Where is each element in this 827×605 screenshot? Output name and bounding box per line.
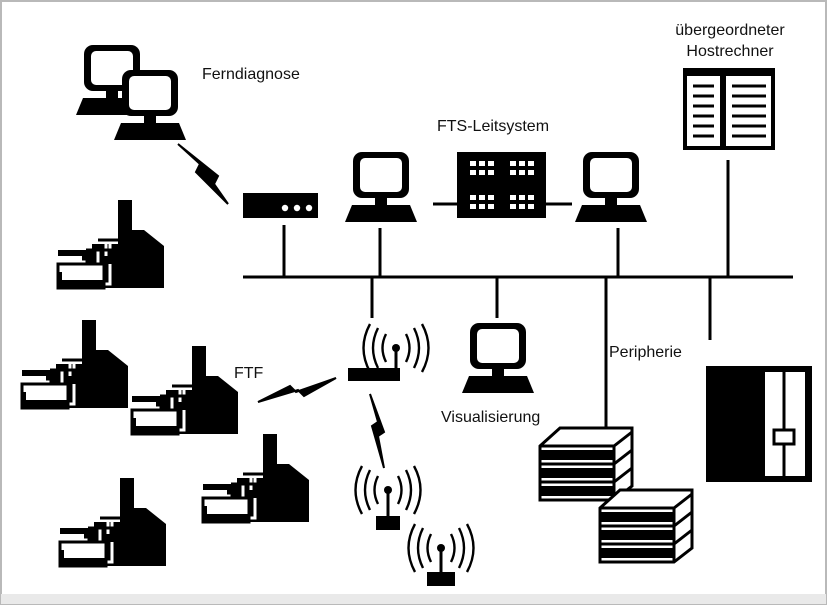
- ftf-label: FTF: [234, 365, 264, 382]
- access-point-middle-icon: [354, 464, 422, 530]
- host-computer-icon: [683, 68, 775, 150]
- shelf-icon-lower: [598, 488, 694, 564]
- modem-icon: [243, 193, 318, 218]
- peripherie-label: Peripherie: [609, 344, 682, 361]
- leitsystem-label: FTS-Leitsystem: [437, 118, 549, 135]
- ap-link-lightning-icon: [369, 393, 386, 469]
- visualisierung-computer-icon: [462, 323, 534, 393]
- visualisierung-label: Visualisierung: [441, 409, 540, 426]
- leitsystem-computer-right-icon: [575, 152, 647, 222]
- forklift-icon: [56, 198, 166, 290]
- host-label-line1: übergeordneter: [675, 22, 785, 39]
- forklift-icon: [58, 476, 168, 568]
- host-label-line2: Hostrechner: [686, 43, 774, 60]
- shelf-icon-upper: [538, 426, 634, 502]
- leitsystem-computer-left-icon: [345, 152, 417, 222]
- forklift-icon: [201, 432, 311, 524]
- access-point-top-icon: [348, 322, 430, 381]
- cabinet-icon: [706, 366, 812, 482]
- forklift-icon: [20, 318, 130, 410]
- server-rack-icon: [457, 152, 546, 218]
- ftf-link-lightning-icon: [257, 377, 337, 403]
- ferndiagnose-label: Ferndiagnose: [202, 66, 300, 83]
- forklift-icon: [130, 344, 240, 436]
- remote-computer-icon: [76, 45, 186, 140]
- access-point-bottom-icon: [407, 522, 475, 586]
- remote-link-lightning-icon: [177, 143, 229, 205]
- bottom-strip: [1, 594, 826, 604]
- network-bus: [243, 160, 793, 434]
